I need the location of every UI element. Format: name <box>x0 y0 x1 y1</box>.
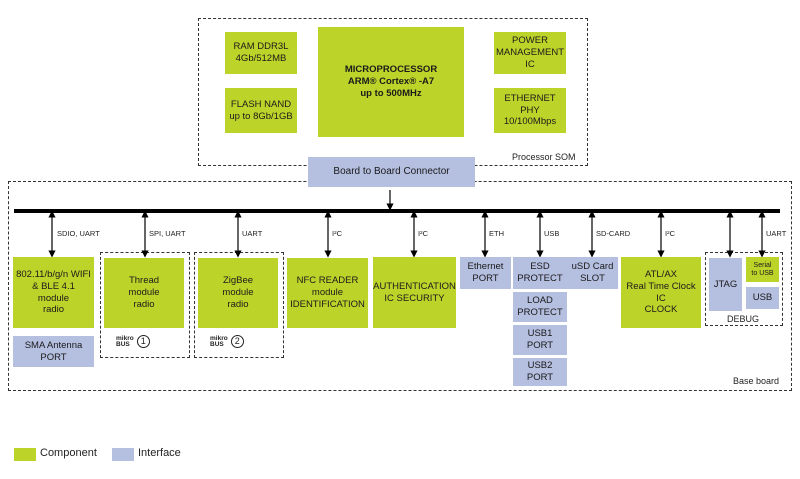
legend-component-swatch <box>14 448 36 461</box>
bus-label-debug-uart: UART <box>766 229 787 238</box>
bus-label-zigbee: UART <box>242 229 263 238</box>
bus-label-sdcard: SD-CARD <box>596 229 631 238</box>
cpu-line-1: MICROPROCESSOR <box>344 64 438 76</box>
mikrobus-slot-2: mikro BUS 2 <box>210 335 244 348</box>
debug-frame <box>705 252 783 326</box>
mikrobus-slot-number-2: 2 <box>230 335 244 348</box>
ethernet-port: Ethernet PORT <box>460 257 511 289</box>
bus-label-eth: ETH <box>489 229 504 238</box>
mikrobus-logo-2: mikro BUS <box>210 334 228 348</box>
bus-label-thread: SPI, UART <box>149 229 186 238</box>
bus-label-wifi: SDIO, UART <box>57 229 100 238</box>
ram-block: RAM DDR3L 4Gb/512MB <box>225 32 297 74</box>
cpu-line-2: ARM® Cortex® -A7 <box>347 76 435 88</box>
bus-label-usb: USB <box>544 229 560 238</box>
processor-som-label: Processor SOM <box>512 152 576 162</box>
board-to-board-connector: Board to Board Connector <box>308 157 475 187</box>
bus-label-rtc: I²C <box>665 229 675 238</box>
legend-interface-swatch <box>112 448 134 461</box>
usb2-port: USB2 PORT <box>513 358 567 386</box>
wifi-ble-block: 802.11/b/g/n WIFI & BLE 4.1 module radio <box>13 257 94 328</box>
debug-usb-port: USB <box>746 287 779 309</box>
legend-component-label: Component <box>40 447 97 459</box>
usb1-port: USB1 PORT <box>513 325 567 355</box>
nfc-reader-block: NFC READER module IDENTIFICATION <box>287 258 368 328</box>
esd-protect-block: ESD PROTECT <box>513 257 567 289</box>
legend-interface-label: Interface <box>138 447 181 459</box>
ethernet-phy-block: ETHERNET PHY 10/100Mbps <box>494 88 566 133</box>
thread-radio-block: Thread module radio <box>104 258 184 328</box>
microprocessor-block: MICROPROCESSOR ARM® Cortex® -A7 up to 50… <box>318 27 464 137</box>
mikrobus-slot-1: mikro BUS 1 <box>116 335 150 348</box>
mikrobus-logo-1: mikro BUS <box>116 334 134 348</box>
usd-card-slot: uSD Card SLOT <box>567 257 618 289</box>
debug-label: DEBUG <box>727 314 760 324</box>
cpu-line-3: up to 500MHz <box>360 87 422 99</box>
bus-label-nfc: I²C <box>332 229 342 238</box>
flash-block: FLASH NAND up to 8Gb/1GB <box>225 88 297 133</box>
pmic-block: POWER MANAGEMENT IC <box>494 32 566 74</box>
base-board-label: Base board <box>733 376 780 386</box>
jtag-port: JTAG <box>709 258 742 311</box>
bus-label-auth: I²C <box>418 229 428 238</box>
rtc-block: ATL/AX Real Time Clock IC CLOCK <box>621 257 701 328</box>
mikrobus-slot-number-1: 1 <box>136 335 150 348</box>
authentication-block: AUTHENTICATION IC SECURITY <box>373 257 456 328</box>
serial-to-usb-block: Serial to USB <box>746 257 779 282</box>
sma-antenna-port: SMA Antenna PORT <box>13 336 94 367</box>
load-protect-block: LOAD PROTECT <box>513 292 567 322</box>
zigbee-radio-block: ZigBee module radio <box>198 258 278 328</box>
